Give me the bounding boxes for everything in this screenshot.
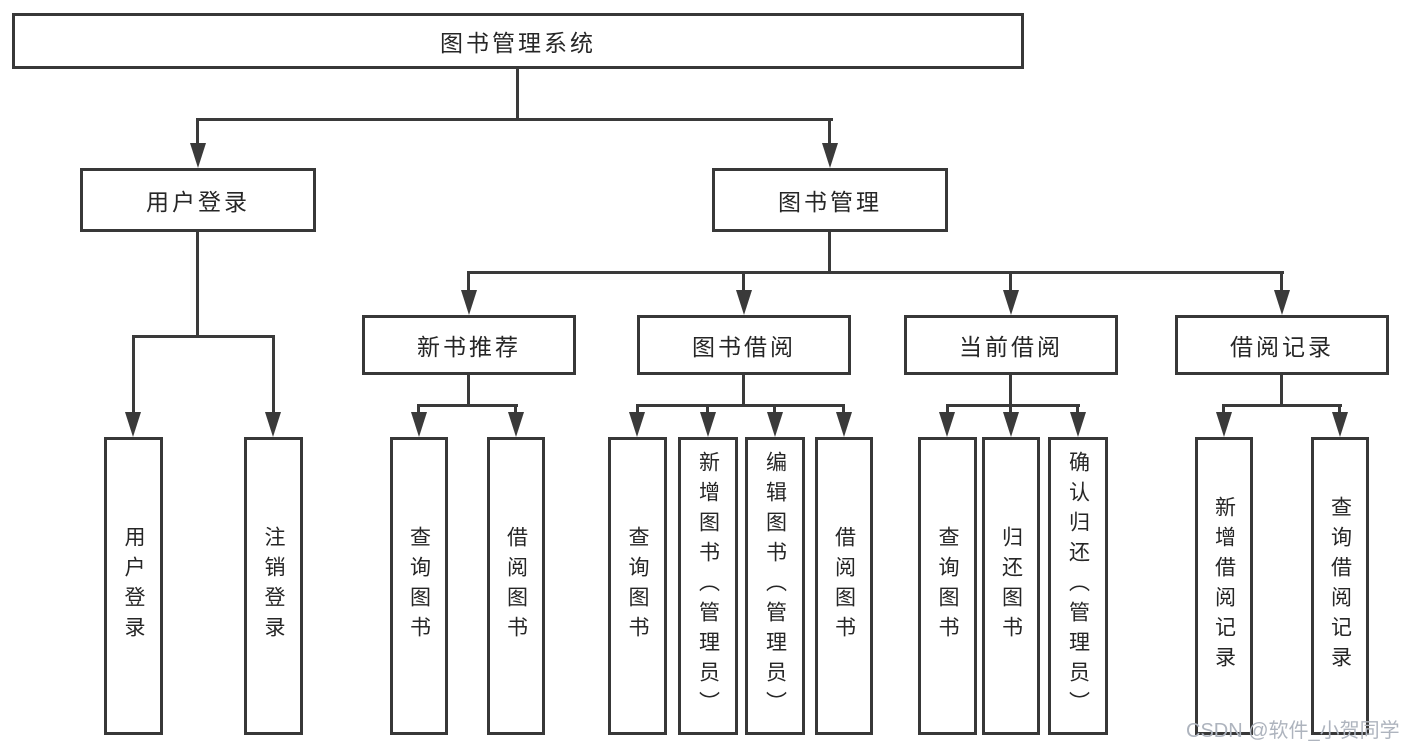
watermark: CSDN @软件_小贺同学 (1186, 720, 1400, 742)
leaf-query-books-recommend: 查询图书 (390, 437, 448, 735)
arrowhead-down (822, 143, 838, 168)
connector-line (272, 335, 275, 415)
arrowhead-down (700, 412, 716, 437)
connector-line (132, 335, 135, 415)
connector-line (417, 404, 420, 414)
node-book-borrowing: 图书借阅 (637, 315, 851, 375)
connector-line (1280, 375, 1283, 407)
connector-line (1009, 375, 1012, 407)
connector-line (636, 404, 845, 407)
node-borrow-records: 借阅记录 (1175, 315, 1389, 375)
leaf-add-book-admin-label: 新增图书（管理员） (696, 451, 720, 721)
arrowhead-down (265, 412, 281, 437)
leaf-add-borrow-record: 新增借阅记录 (1195, 437, 1253, 735)
connector-line (842, 404, 845, 414)
arrowhead-down (461, 290, 477, 315)
arrowhead-down (939, 412, 955, 437)
arrowhead-down (767, 412, 783, 437)
node-book-management: 图书管理 (712, 168, 948, 232)
leaf-edit-book-admin: 编辑图书（管理员） (745, 437, 805, 735)
node-new-book-recommend: 新书推荐 (362, 315, 576, 375)
node-current-borrowing: 当前借阅 (904, 315, 1118, 375)
connector-line (706, 404, 709, 414)
leaf-query-books-current-label: 查询图书 (936, 526, 959, 646)
leaf-query-books-recommend-label: 查询图书 (407, 526, 431, 646)
connector-line (636, 404, 639, 414)
leaf-borrow-books-borrowing-label: 借阅图书 (832, 526, 856, 646)
connector-line (773, 404, 776, 414)
arrowhead-down (1070, 412, 1086, 437)
node-user-login: 用户登录 (80, 168, 316, 232)
leaf-add-book-admin: 新增图书（管理员） (678, 437, 738, 735)
leaf-query-books-current: 查询图书 (918, 437, 977, 735)
connector-line (1338, 404, 1341, 414)
connector-line (1009, 271, 1012, 293)
leaf-query-books-borrowing-label: 查询图书 (626, 526, 649, 646)
leaf-return-book: 归还图书 (982, 437, 1040, 735)
arrowhead-down (1003, 290, 1019, 315)
leaf-confirm-return-admin: 确认归还（管理员） (1048, 437, 1108, 735)
connector-line (742, 375, 745, 407)
leaf-logout: 注销登录 (244, 437, 303, 735)
connector-line (467, 271, 1284, 274)
connector-line (1076, 404, 1079, 414)
node-borrow-records-label: 借阅记录 (1230, 334, 1334, 360)
leaf-query-borrow-record: 查询借阅记录 (1311, 437, 1369, 735)
leaf-query-borrow-record-label: 查询借阅记录 (1328, 496, 1352, 676)
arrowhead-down (1332, 412, 1348, 437)
arrowhead-down (1216, 412, 1232, 437)
leaf-return-book-label: 归还图书 (999, 526, 1023, 646)
connector-line (946, 404, 1080, 407)
arrowhead-down (1274, 290, 1290, 315)
connector-line (196, 232, 199, 337)
arrowhead-down (1003, 412, 1019, 437)
arrowhead-down (508, 412, 524, 437)
connector-line (1222, 404, 1225, 414)
leaf-logout-label: 注销登录 (262, 526, 285, 646)
arrowhead-down (836, 412, 852, 437)
leaf-confirm-return-admin-label: 确认归还（管理员） (1066, 451, 1090, 721)
connector-line (1009, 404, 1012, 414)
node-root: 图书管理系统 (12, 13, 1024, 69)
node-user-login-label: 用户登录 (146, 189, 250, 215)
leaf-borrow-books-borrowing: 借阅图书 (815, 437, 873, 735)
leaf-borrow-books-recommend-label: 借阅图书 (504, 526, 528, 646)
node-new-book-recommend-label: 新书推荐 (417, 334, 521, 360)
arrowhead-down (190, 143, 206, 168)
leaf-query-books-borrowing: 查询图书 (608, 437, 667, 735)
connector-line (196, 118, 833, 121)
node-book-management-label: 图书管理 (778, 189, 882, 215)
leaf-user-login: 用户登录 (104, 437, 163, 735)
connector-line (417, 404, 518, 407)
node-book-borrowing-label: 图书借阅 (692, 334, 796, 360)
arrowhead-down (411, 412, 427, 437)
node-root-label: 图书管理系统 (440, 30, 596, 56)
leaf-add-borrow-record-label: 新增借阅记录 (1212, 496, 1236, 676)
connector-line (467, 375, 470, 407)
connector-line (516, 69, 519, 121)
connector-line (742, 271, 745, 293)
leaf-user-login-label: 用户登录 (122, 526, 145, 646)
arrowhead-down (629, 412, 645, 437)
connector-line (946, 404, 949, 414)
arrowhead-down (125, 412, 141, 437)
node-current-borrowing-label: 当前借阅 (959, 334, 1063, 360)
connector-line (514, 404, 517, 414)
connector-line (132, 335, 275, 338)
connector-line (828, 232, 831, 274)
connector-line (467, 271, 470, 293)
connector-line (1222, 404, 1342, 407)
arrowhead-down (736, 290, 752, 315)
connector-line (1280, 271, 1283, 293)
connector-line (828, 118, 831, 146)
connector-line (196, 118, 199, 146)
leaf-borrow-books-recommend: 借阅图书 (487, 437, 545, 735)
leaf-edit-book-admin-label: 编辑图书（管理员） (763, 451, 787, 721)
